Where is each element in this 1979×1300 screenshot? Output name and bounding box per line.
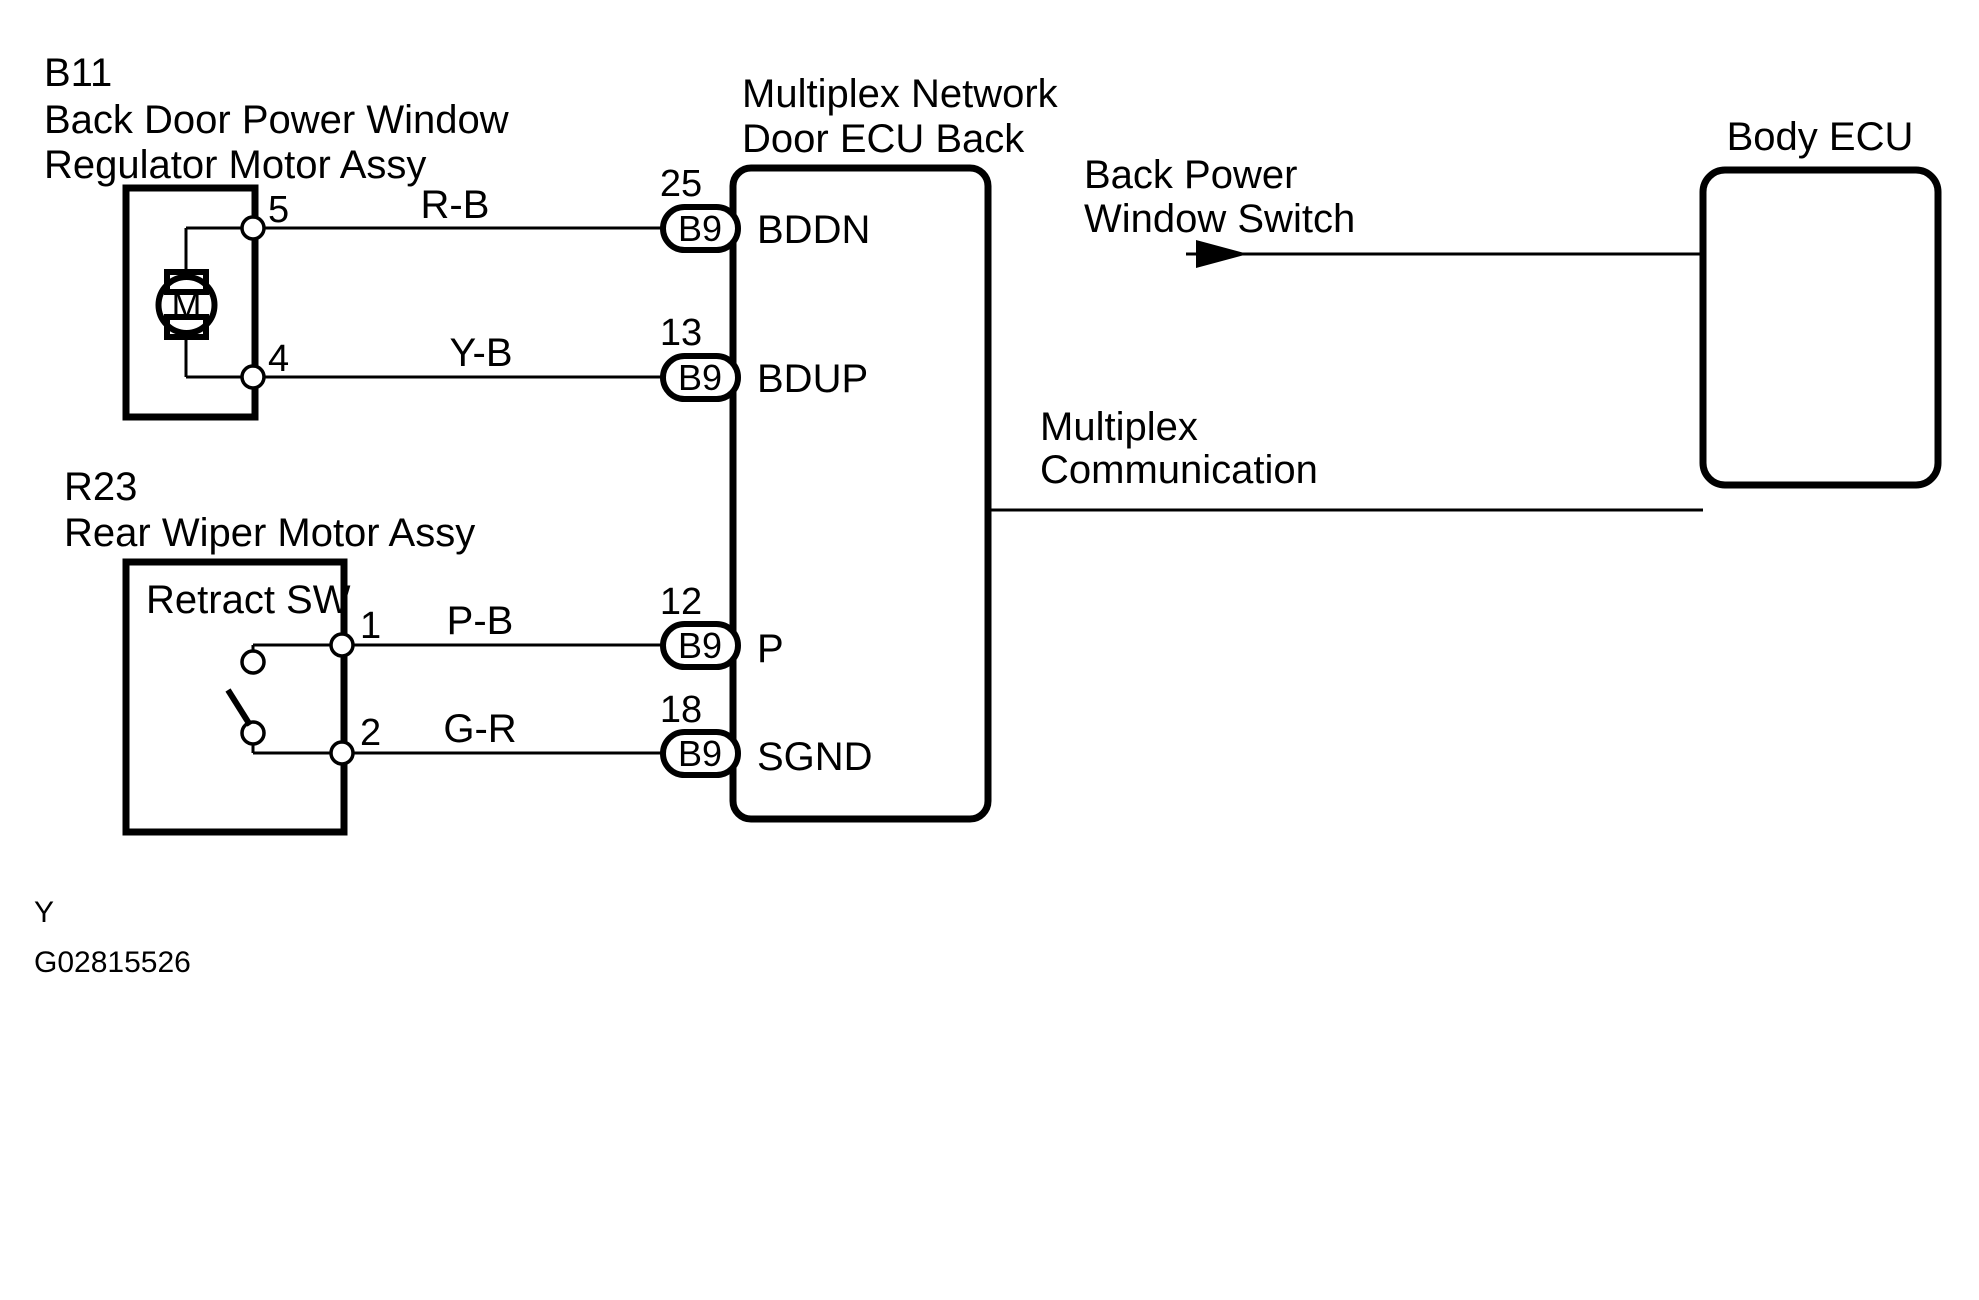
- back-power-window-switch-line1: Back Power: [1084, 153, 1297, 197]
- b11-terminal-node-5: [240, 215, 266, 241]
- door-ecu-signal-sgnd: SGND: [757, 735, 873, 779]
- wire-label-rb: R-B: [421, 183, 490, 227]
- door-ecu-box: [729, 164, 992, 823]
- r23-code: R23: [64, 465, 137, 509]
- r23-terminal-node-1: [329, 632, 355, 658]
- wire-label-gr: G-R: [443, 707, 516, 751]
- connector-b9-bddn: [660, 204, 741, 253]
- figure-code: G02815526: [34, 946, 191, 979]
- door-ecu-signal-p: P: [757, 627, 784, 671]
- caption-letter: Y: [34, 896, 54, 929]
- door-ecu-title-line1: Multiplex Network: [742, 72, 1059, 116]
- door-ecu-pin-25: 25: [660, 163, 702, 205]
- connector-b9-bdup: [660, 353, 741, 402]
- b11-code: B11: [44, 51, 112, 95]
- connector-b9-sgnd: [660, 729, 741, 778]
- b11-name-line2: Regulator Motor Assy: [44, 143, 426, 187]
- door-ecu-pin-13: 13: [660, 312, 702, 354]
- r23-pin-1: 1: [360, 605, 381, 647]
- connector-b9-bddn-label: B9: [678, 208, 722, 249]
- multiplex-comm-line2: Communication: [1040, 448, 1318, 492]
- connector-b9-p: [660, 621, 741, 670]
- switch-contact-lower: [240, 720, 266, 746]
- r23-name-line1: Rear Wiper Motor Assy: [64, 511, 475, 555]
- b11-pin-4: 4: [268, 338, 289, 380]
- motor-circle: [155, 274, 218, 336]
- door-ecu-signal-bdup: BDUP: [757, 357, 868, 401]
- r23-enclosure: [122, 558, 348, 836]
- door-ecu-signal-bddn: BDDN: [757, 208, 870, 252]
- door-ecu-pin-18: 18: [660, 689, 702, 731]
- b11-name-line1: Back Door Power Window: [44, 98, 509, 142]
- r23-terminal-node-2: [329, 740, 355, 766]
- wire-label-yb: Y-B: [449, 331, 512, 375]
- door-ecu-pin-12: 12: [660, 581, 702, 623]
- b11-pin-5: 5: [268, 189, 289, 231]
- wire-label-pb: P-B: [447, 599, 514, 643]
- b11-enclosure: [122, 184, 259, 421]
- connector-b9-p-label: B9: [678, 625, 722, 666]
- door-ecu-title-line2: Door ECU Back: [742, 117, 1025, 161]
- switch-contact-upper: [240, 649, 266, 675]
- connector-b9-sgnd-label: B9: [678, 733, 722, 774]
- multiplex-comm-line1: Multiplex: [1040, 405, 1198, 449]
- body-ecu-title: Body ECU: [1727, 115, 1914, 159]
- b11-terminal-node-4: [240, 364, 266, 390]
- motor-symbol-label: M: [172, 285, 202, 326]
- back-power-window-switch-line2: Window Switch: [1084, 197, 1355, 241]
- switch-blade: [225, 688, 253, 727]
- arrow-right-icon: [1196, 240, 1248, 268]
- retract-sw-label: Retract SW: [146, 578, 351, 622]
- connector-b9-bdup-label: B9: [678, 357, 722, 398]
- body-ecu-box: [1699, 166, 1942, 489]
- r23-pin-2: 2: [360, 712, 381, 754]
